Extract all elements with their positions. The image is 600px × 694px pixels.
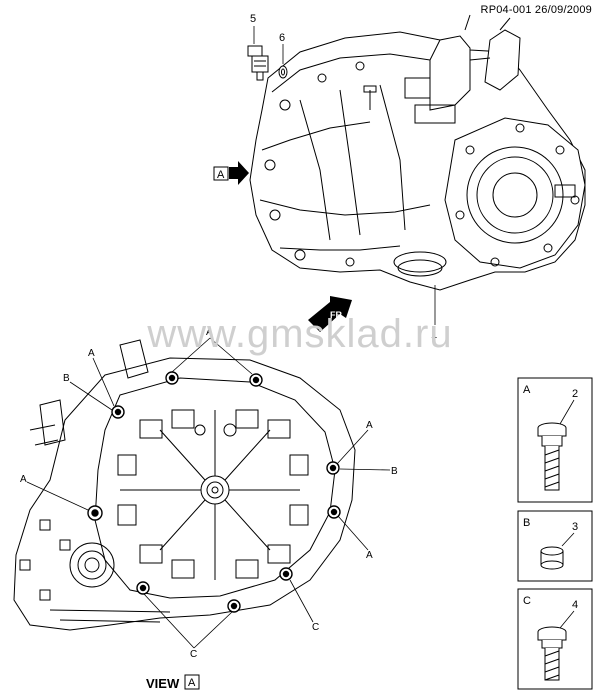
fr-label: FR [330,310,342,320]
label-a-left-lower: A [20,474,27,485]
panel-b-number: 3 [572,521,578,533]
panel-a-number: 2 [572,388,578,400]
housing-view-a [13,339,356,631]
callout-5: 5 [250,13,256,25]
callout-6: 6 [279,32,285,44]
view-caption: VIEW A [146,674,200,691]
view-a-arrow: A [213,161,249,185]
callout-1: 1 [431,329,437,341]
panel-a-letter: A [523,384,531,396]
transmission-assembly [249,14,586,291]
view-arrow-letter: A [217,169,225,181]
label-c-bottom-right: C [312,622,319,633]
view-a-leaders [26,337,391,649]
view-caption-text: VIEW [146,676,180,691]
bolt-locations [87,371,341,613]
label-a-right-lower: A [366,550,373,561]
document-reference: RP04-001 26/09/2009 [480,4,592,16]
label-a-right-upper: A [366,420,373,431]
panel-b-letter: B [523,517,530,529]
panel-c-letter: C [523,595,531,607]
speed-sensor [247,45,269,81]
view-caption-letter: A [188,677,196,689]
panel-c-number: 4 [572,599,578,611]
fastener-panel-a: A 2 [517,377,593,503]
label-a-left-upper: A [88,348,95,359]
label-b-right: B [391,466,398,477]
fastener-panel-b: B 3 [517,510,593,582]
label-a-top: A [206,327,213,338]
front-direction-arrow: FR [308,296,352,332]
label-c-bottom-left: C [190,649,197,660]
sealing-washer [278,65,288,79]
fastener-panel-c: C 4 [517,588,593,690]
label-b-left: B [63,373,70,384]
